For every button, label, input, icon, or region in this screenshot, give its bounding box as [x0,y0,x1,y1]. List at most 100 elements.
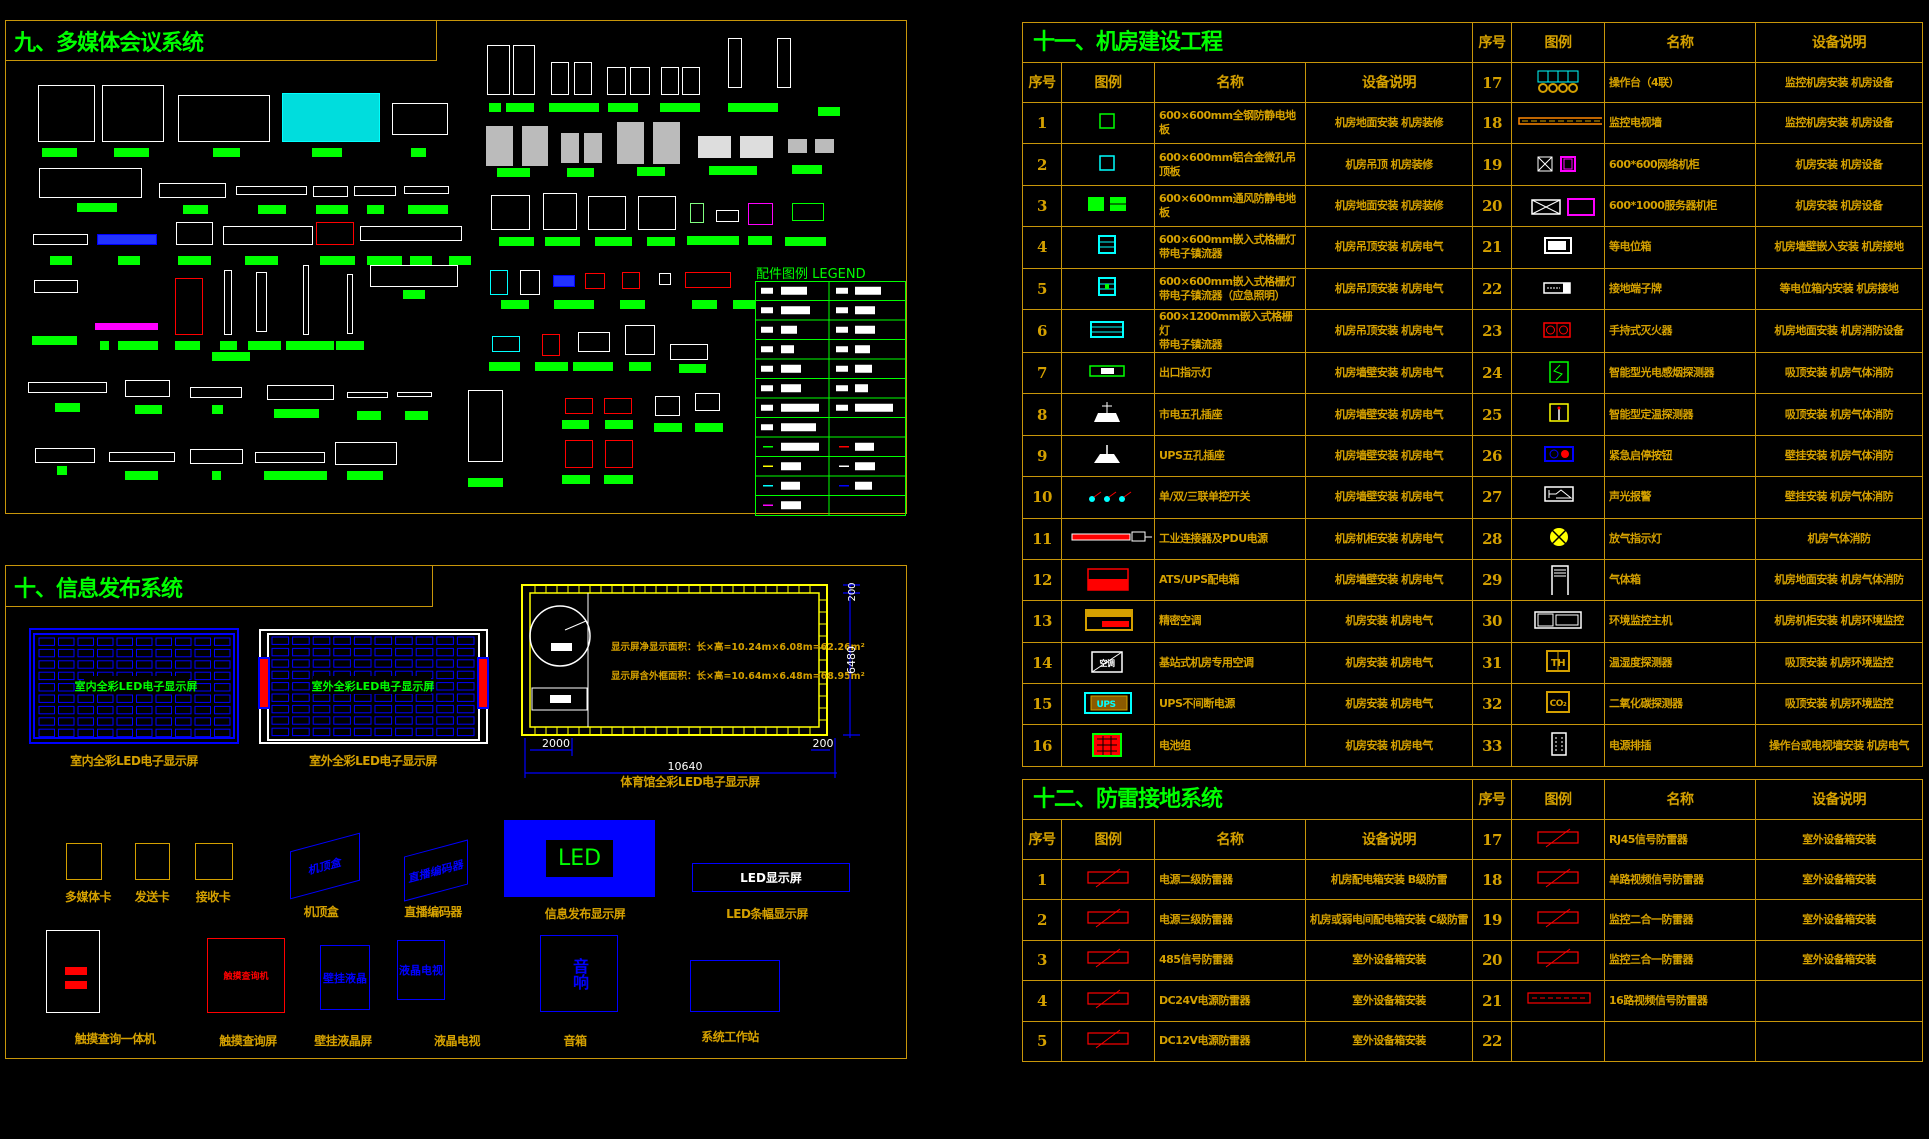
item-description: 机房吊顶安装 机房电气 [1304,267,1474,310]
item-description: 机房地面安装 机房消防设备 [1755,308,1924,353]
device-label-block [733,300,755,309]
device-symbol [520,270,540,295]
header-symbol: 图例 [1511,779,1606,820]
info-display-screen-icon: LED [504,820,655,897]
device-symbol [685,272,731,288]
multimedia-title: 九、多媒体会议系统 [14,31,204,56]
item-number: 11 [1022,517,1062,560]
surge-protector-icon [1537,949,1579,968]
device-label-block [42,148,77,157]
item-description [1755,1020,1924,1062]
header-no: 序号 [1472,779,1513,820]
item-number: 31 [1472,641,1513,685]
device-symbol [256,272,267,332]
device-label-block [554,300,594,309]
item-description [1755,980,1924,1022]
tv-wall-icon [1518,117,1603,125]
item-name: 单路视频信号防雷器 [1604,858,1757,901]
legend-symbol-cell [1061,899,1155,941]
device-label-block [501,300,529,309]
device-label-block [629,362,651,371]
distribution-box-icon [1087,568,1129,591]
legend-symbol-cell [1511,226,1606,269]
device-label-block [449,256,471,265]
legend-symbol-cell [1511,939,1606,982]
device-inner-label: 直播编码器 [408,857,464,885]
item-description: 机房安装 机房电气 [1304,600,1474,643]
device-symbol [347,392,388,398]
item-description: 吸顶安装 机房环境监控 [1755,683,1924,726]
device-label-block [695,423,723,432]
item-name: 智能型定温探测器 [1604,393,1757,436]
device-symbol [33,234,88,245]
device-symbol [316,222,354,245]
device-symbol [392,103,448,135]
item-number: 17 [1472,819,1513,860]
legend-symbol-cell [1511,558,1606,602]
device-symbol [653,122,680,164]
legend-symbol-cell [1061,226,1155,269]
device-label-block [535,362,568,371]
device-symbol [565,398,593,414]
item-name: 接地端子牌 [1604,267,1757,310]
item-description: 机房墙壁安装 机房电气 [1304,351,1474,395]
device-label-block [595,237,632,246]
device-symbol [39,168,142,198]
item-number: 5 [1022,267,1062,310]
surge-protector-icon [1087,949,1129,968]
device-label-block [212,405,223,414]
header-symbol: 图例 [1511,22,1606,63]
header-description: 设备说明 [1304,819,1474,860]
device-symbol [585,273,605,289]
device-symbol [491,195,530,230]
device-label-block [125,471,158,480]
item-description: 机房配电箱安装 B级防雷 [1304,858,1474,901]
device-symbol [513,45,535,95]
long-grille-light-icon [1090,320,1124,338]
device-label-block [573,362,613,371]
device-label-block [380,256,402,265]
item-number: 4 [1022,226,1062,269]
item-name: 600*1000服务器机柜 [1604,184,1757,228]
device-symbol [605,440,633,468]
item-name: 单/双/三联单控开关 [1154,476,1306,519]
item-number: 21 [1472,226,1513,269]
legend-symbol-cell [1061,724,1155,767]
device-label-block [647,237,675,246]
touch-kiosk-icon [46,930,100,1013]
legend-symbol-cell [1511,434,1606,478]
device-label-block [50,256,72,265]
device-label-block [264,471,327,480]
svg-text:UPS: UPS [1097,700,1116,710]
co2-sensor-icon: CO₂ [1546,691,1571,714]
device-symbol [622,272,640,289]
device-symbol [490,270,508,295]
square-outline-icon [1099,154,1115,171]
item-number: 13 [1022,600,1062,643]
ups-socket-icon [1094,444,1120,463]
socket-icon [1094,401,1120,422]
legend-symbol-cell [1511,62,1606,103]
receiver-card-icon [195,843,233,880]
item-number: 20 [1472,184,1513,228]
item-name: 600×600mm全钢防静电地板 [1154,101,1306,145]
device-label-block [562,420,589,429]
led-banner-screen-caption: LED条幅显示屏 [726,907,808,921]
ground-terminal-icon [1543,282,1571,294]
device-symbol [788,139,807,153]
exit-sign-icon [1089,365,1125,377]
multimedia-title-box [5,20,437,61]
device-label-block [312,148,342,157]
legend-symbol-cell [1061,101,1155,145]
legend-symbol-cell [1061,980,1155,1022]
device-symbol [347,274,353,334]
item-number: 3 [1022,939,1062,982]
item-description: 机房安装 机房电气 [1304,683,1474,726]
surge-protector-icon [1087,1029,1129,1049]
device-symbol [553,275,575,287]
item-number: 7 [1022,351,1062,395]
device-label-block [77,203,117,212]
